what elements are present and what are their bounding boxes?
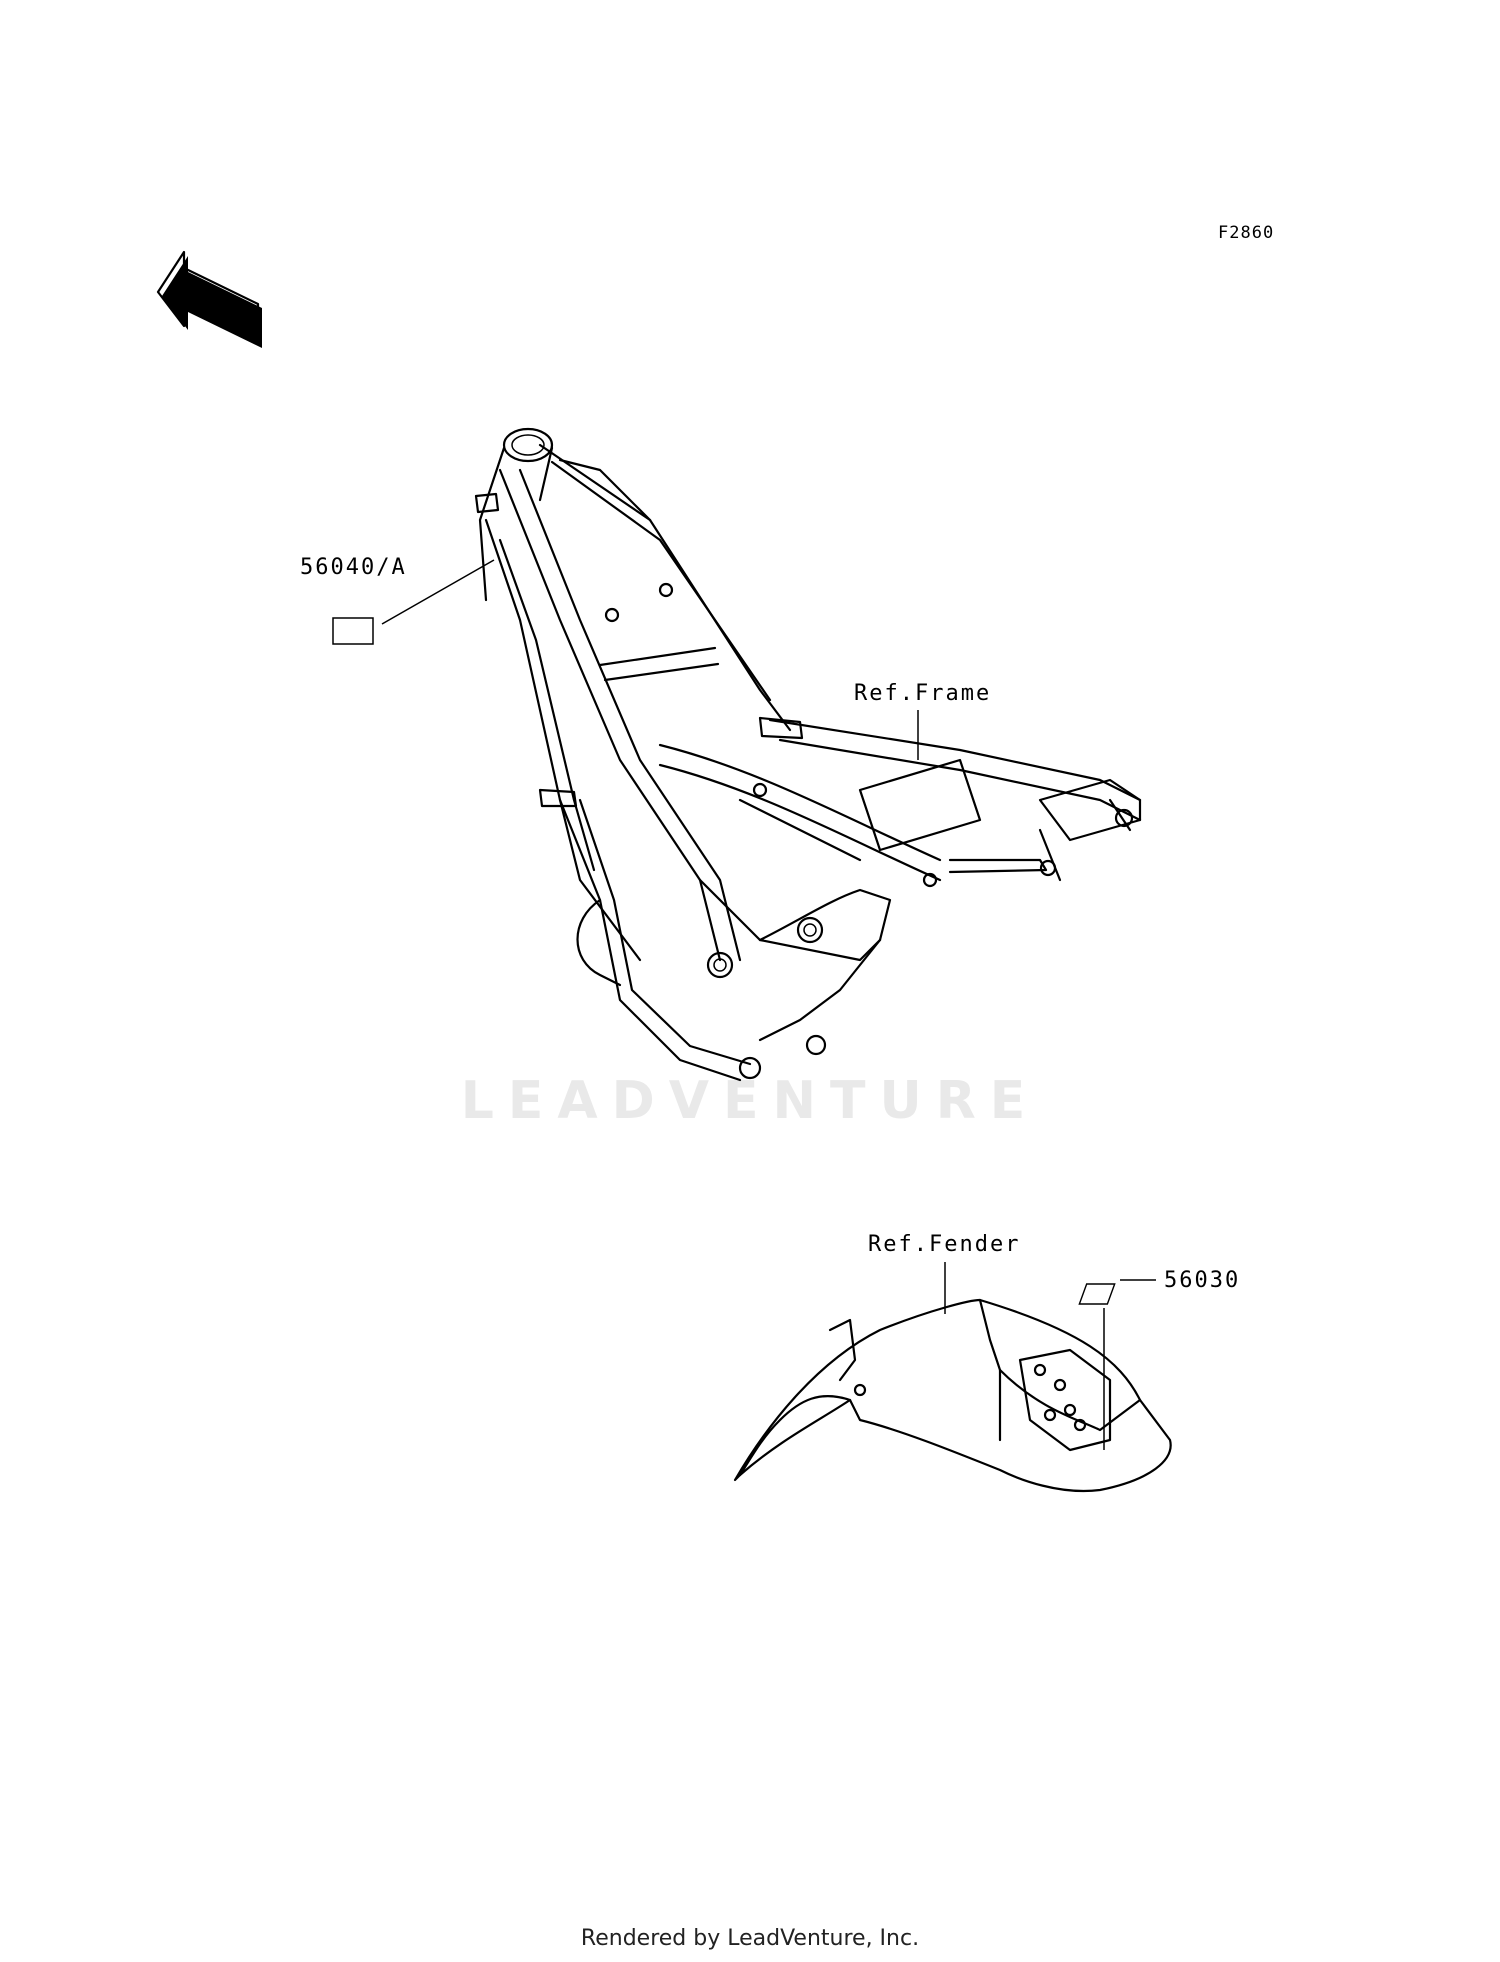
part-number-56040-a[interactable]: 56040/A: [300, 555, 407, 580]
watermark: LEADVENTURE: [461, 1071, 1040, 1131]
callout-ref-frame: Ref.Frame: [854, 681, 991, 760]
front-arrow-icon: FRONT: [156, 250, 262, 348]
ref-fender-label[interactable]: Ref.Fender: [868, 1232, 1020, 1257]
callout-56030: 56030: [1078, 1268, 1240, 1450]
leader-line: [381, 559, 495, 625]
part-number-56030[interactable]: 56030: [1164, 1268, 1240, 1293]
footer-credit: Rendered by LeadVenture, Inc.: [581, 1926, 919, 1951]
ref-frame-label[interactable]: Ref.Frame: [854, 681, 991, 706]
figure-code: F2860: [1218, 223, 1274, 243]
label-sticker-icon: [1078, 1283, 1116, 1305]
fender-drawing: [733, 1298, 1172, 1492]
label-sticker-icon: [332, 617, 374, 645]
callout-ref-fender: Ref.Fender: [868, 1232, 1020, 1314]
callout-56040-a: 56040/A: [300, 555, 495, 645]
frame-drawing: [474, 427, 1142, 1082]
